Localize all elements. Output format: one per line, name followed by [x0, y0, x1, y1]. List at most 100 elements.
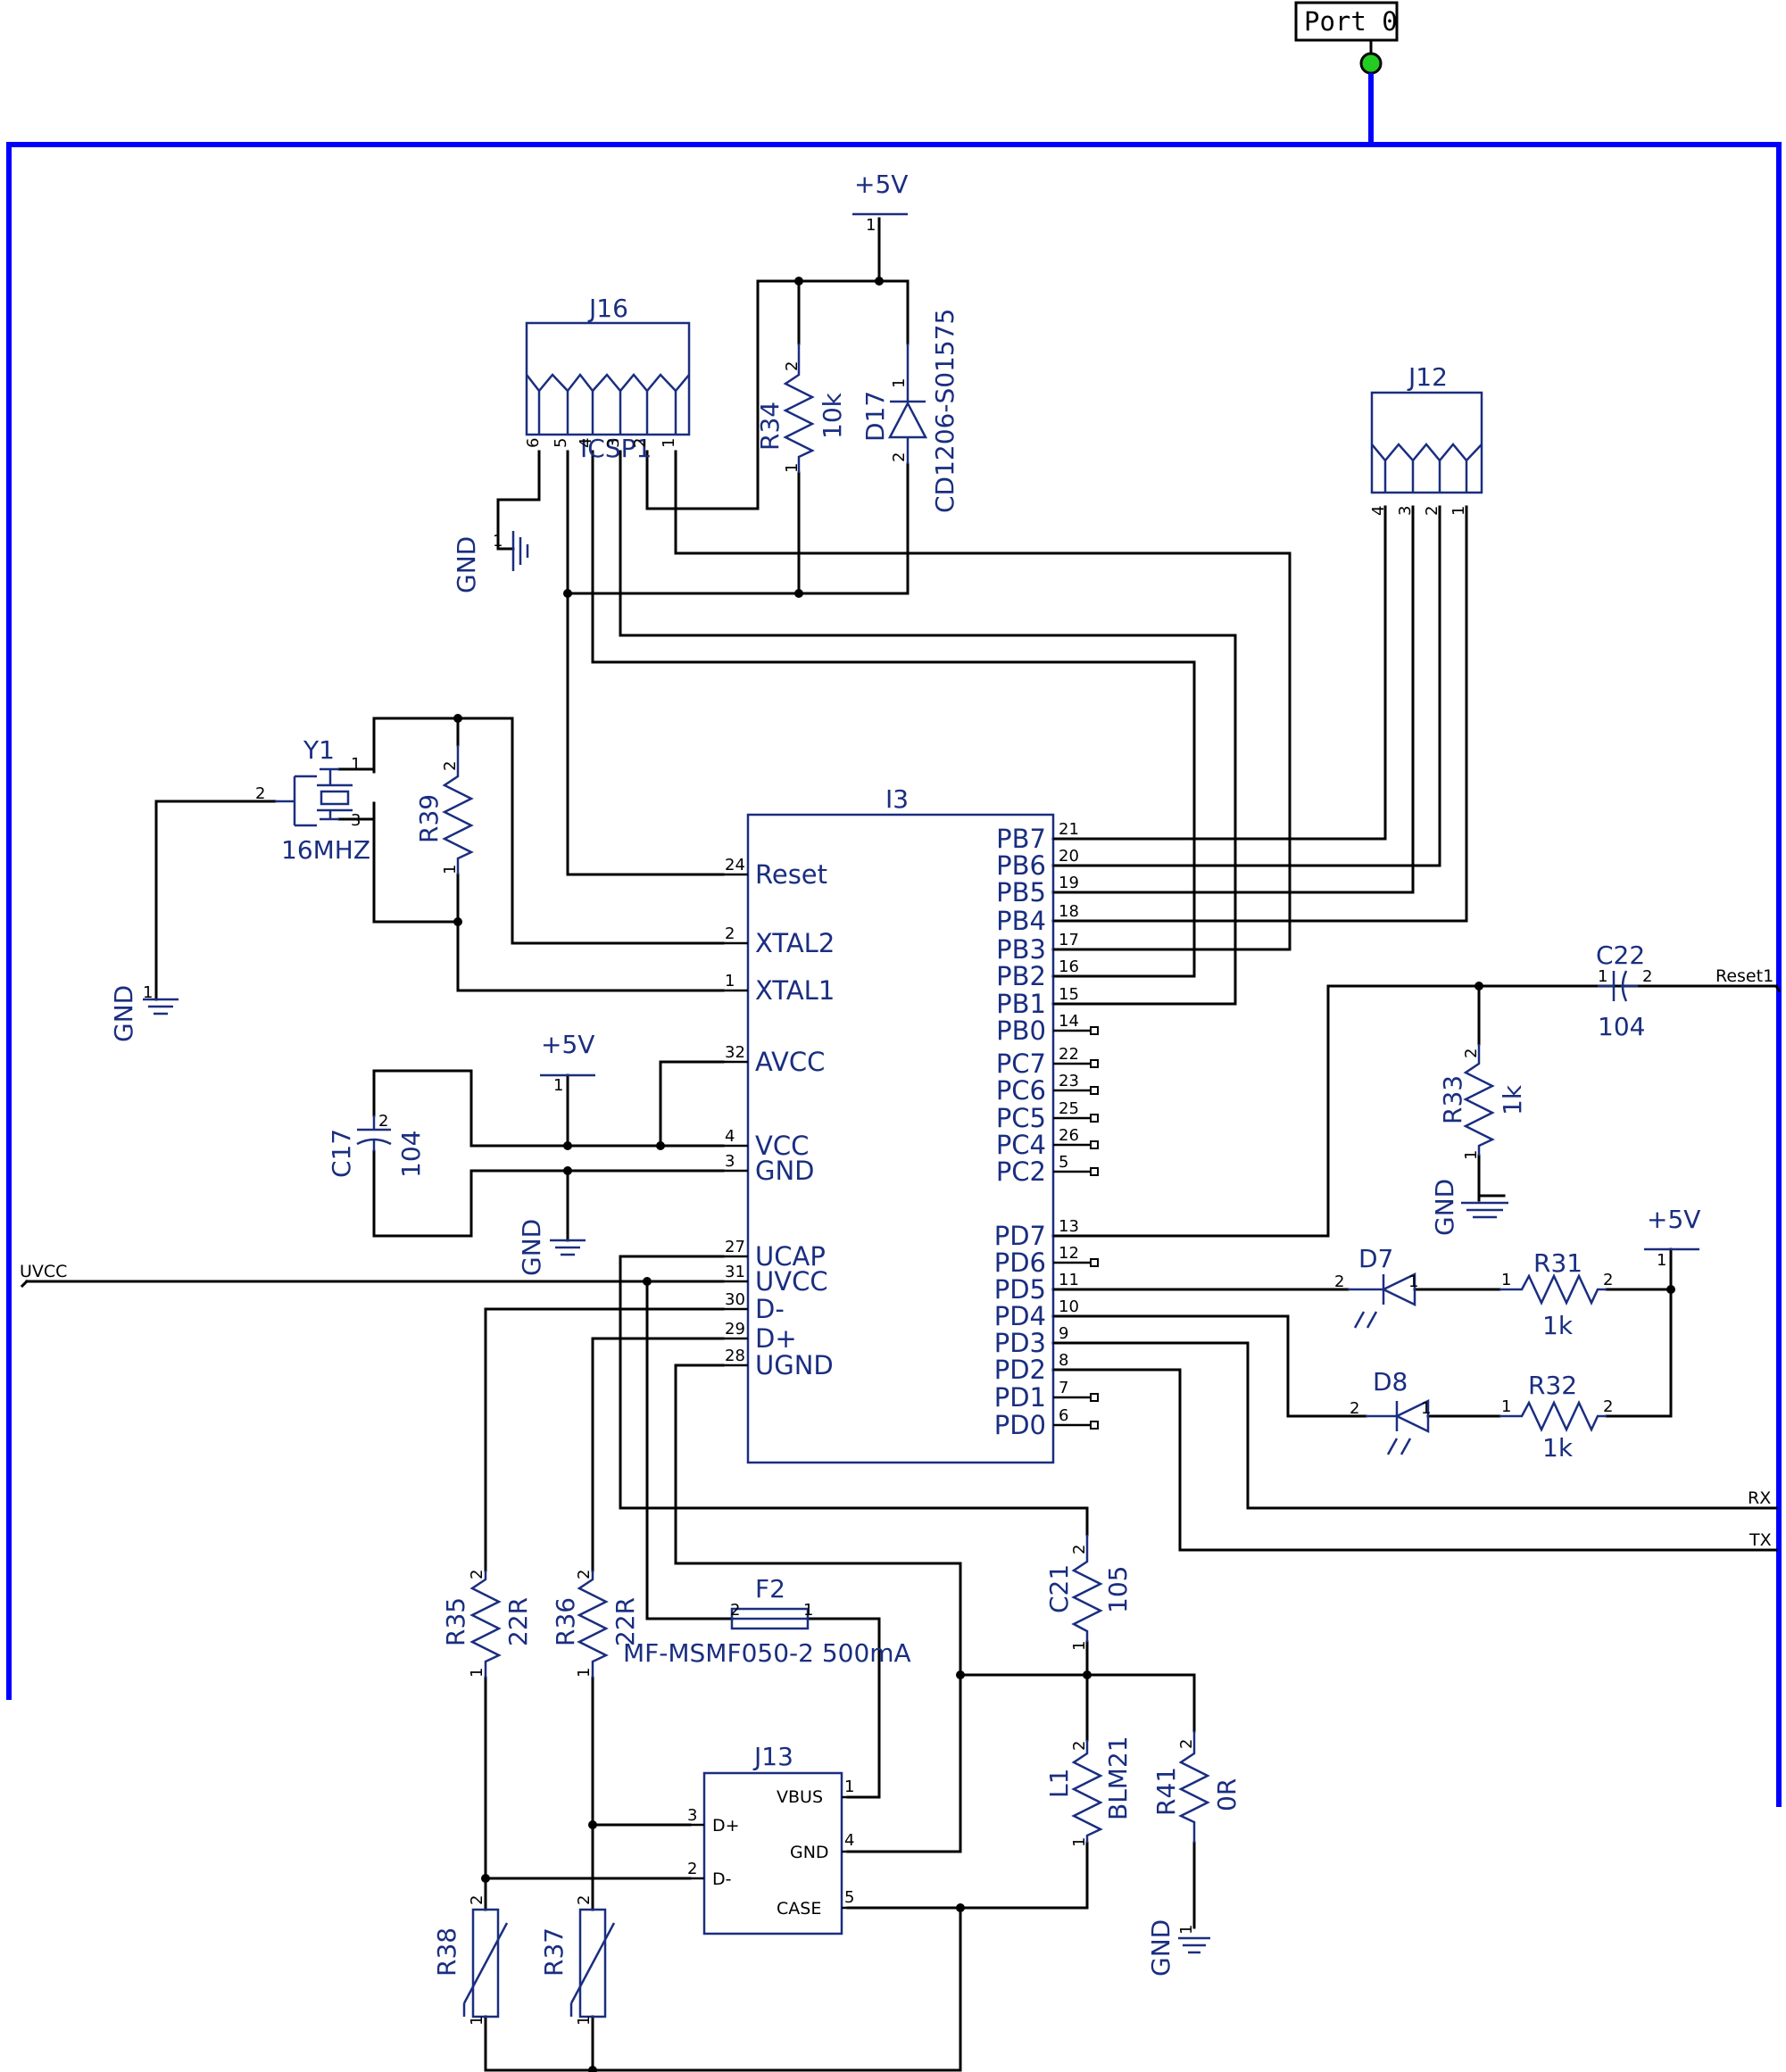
pin-name: D- — [755, 1294, 785, 1324]
rx-label: RX — [1748, 1488, 1771, 1508]
svg-text:D7: D7 — [1358, 1244, 1393, 1273]
pin-name: UGND — [755, 1350, 834, 1380]
svg-text:2: 2 — [575, 1570, 594, 1579]
svg-text:22R: 22R — [611, 1597, 640, 1646]
y1-crystal: Y1 16MHZ 1 2 3 — [255, 735, 370, 865]
pin-name: PB2 — [996, 961, 1046, 991]
r41-resistor: R41 0R 2 1 — [1151, 1731, 1242, 1935]
pin-name: PB6 — [996, 850, 1046, 881]
pin-number: 1 — [725, 972, 735, 990]
svg-text:1: 1 — [1070, 1641, 1089, 1651]
svg-text:1: 1 — [468, 1668, 486, 1678]
svg-text:GND: GND — [790, 1843, 829, 1862]
svg-text:F2: F2 — [755, 1574, 785, 1604]
svg-text:GND: GND — [1430, 1179, 1459, 1236]
svg-text:4: 4 — [577, 438, 595, 448]
j16-header: J16 ICSP1 6 5 4 3 2 1 — [524, 294, 691, 463]
ic-pin-pb0: 14 PB0 — [996, 1012, 1099, 1046]
gnd-j16: 1 GND — [452, 531, 529, 593]
svg-text:2: 2 — [730, 1601, 740, 1620]
svg-text:2: 2 — [1462, 1048, 1481, 1058]
no-connect-icon — [1090, 1167, 1099, 1176]
svg-text:D-: D- — [712, 1869, 732, 1889]
svg-text:R34: R34 — [755, 402, 785, 451]
svg-text:4: 4 — [1369, 506, 1388, 516]
svg-text:R36: R36 — [551, 1597, 580, 1646]
svg-text:1: 1 — [890, 378, 909, 388]
svg-text:2: 2 — [890, 452, 909, 462]
svg-text:2: 2 — [631, 438, 650, 448]
svg-text:GND: GND — [1146, 1919, 1175, 1977]
svg-text:J13: J13 — [752, 1742, 793, 1771]
pin-number: 4 — [725, 1127, 735, 1146]
r35-resistor: R35 22R 2 1 — [441, 1570, 533, 1678]
no-connect-icon — [1090, 1140, 1099, 1149]
no-connect-icon — [1090, 1086, 1099, 1095]
pin-name: PB3 — [996, 934, 1046, 965]
pin-number: 5 — [1059, 1153, 1068, 1172]
r31-resistor: R31 1k 1 2 — [1499, 1248, 1613, 1340]
pin-number: 17 — [1059, 931, 1079, 949]
svg-text:2: 2 — [1334, 1272, 1344, 1291]
pin-number: 24 — [725, 856, 745, 874]
svg-text:GND: GND — [517, 1219, 546, 1276]
svg-text:+5V: +5V — [854, 170, 908, 199]
svg-text:2: 2 — [378, 1112, 388, 1131]
r34-resistor: R34 10k 2 1 — [755, 344, 847, 473]
svg-text:2: 2 — [1603, 1271, 1613, 1289]
svg-text:10k: 10k — [818, 392, 847, 439]
pin-name: AVCC — [755, 1047, 825, 1077]
svg-text:1: 1 — [844, 1778, 854, 1796]
pin-number: 19 — [1059, 874, 1079, 892]
svg-text:2: 2 — [1603, 1397, 1613, 1416]
svg-text:J16: J16 — [587, 294, 628, 323]
pin-name: PB0 — [996, 1015, 1046, 1046]
pin-name: PC5 — [996, 1103, 1046, 1133]
svg-text:2: 2 — [1423, 506, 1441, 516]
pin-name: GND — [755, 1156, 815, 1186]
pin-number: 31 — [725, 1263, 745, 1281]
svg-text:2: 2 — [1642, 967, 1652, 986]
svg-text:3: 3 — [351, 811, 361, 830]
svg-text:C22: C22 — [1596, 941, 1645, 970]
svg-text:+5V: +5V — [1647, 1205, 1700, 1234]
svg-text:2: 2 — [1177, 1739, 1196, 1749]
svg-text:Reset1: Reset1 — [1715, 966, 1774, 986]
pin-number: 25 — [1059, 1099, 1079, 1118]
svg-text:104: 104 — [1598, 1012, 1645, 1041]
svg-text:2: 2 — [468, 1895, 486, 1905]
svg-text:1: 1 — [1070, 1837, 1089, 1847]
svg-text:1: 1 — [468, 2016, 486, 2026]
svg-text:BLM21: BLM21 — [1103, 1736, 1133, 1820]
pin-number: 3 — [725, 1152, 735, 1171]
pin-number: 14 — [1059, 1012, 1079, 1031]
svg-text:ICSP1: ICSP1 — [580, 434, 652, 463]
pin-name: PB1 — [996, 989, 1046, 1019]
pin-name: PD7 — [994, 1221, 1046, 1251]
f2-fuse: F2 MF-MSMF050-2 500mA 2 1 — [623, 1574, 911, 1668]
pin-number: 22 — [1059, 1045, 1079, 1064]
svg-text:2: 2 — [1070, 1545, 1089, 1554]
svg-text:1: 1 — [1177, 1925, 1196, 1935]
svg-text:R31: R31 — [1533, 1248, 1582, 1278]
svg-text:1: 1 — [143, 983, 153, 1002]
d17-diode: D17 CD1206-S01575 1 2 — [860, 309, 959, 513]
pin-number: 8 — [1059, 1351, 1068, 1370]
no-connect-icon — [1090, 1258, 1099, 1267]
uvcc-label: UVCC — [20, 1262, 67, 1281]
port-0[interactable]: Port 0 — [1294, 1, 1399, 75]
tx-label: TX — [1749, 1530, 1772, 1550]
